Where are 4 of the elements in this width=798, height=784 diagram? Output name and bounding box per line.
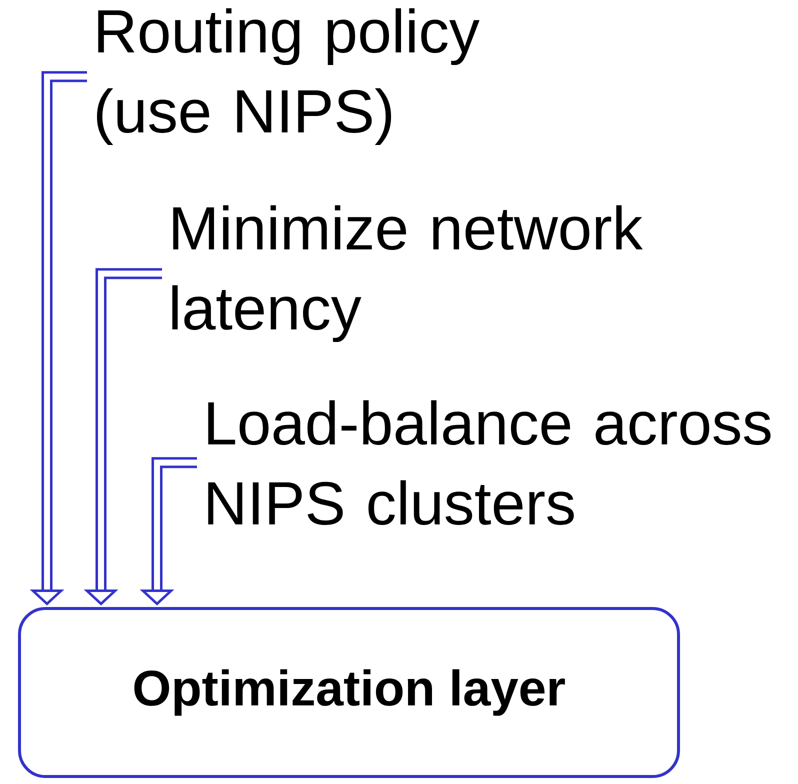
label-text: Load-balance across NIPS clusters bbox=[208, 400, 771, 525]
layer-box: Optimization layer bbox=[18, 607, 680, 778]
label-text: Routing policy (use NIPS) bbox=[96, 8, 480, 146]
label-text: Minimize network latency bbox=[172, 205, 643, 342]
